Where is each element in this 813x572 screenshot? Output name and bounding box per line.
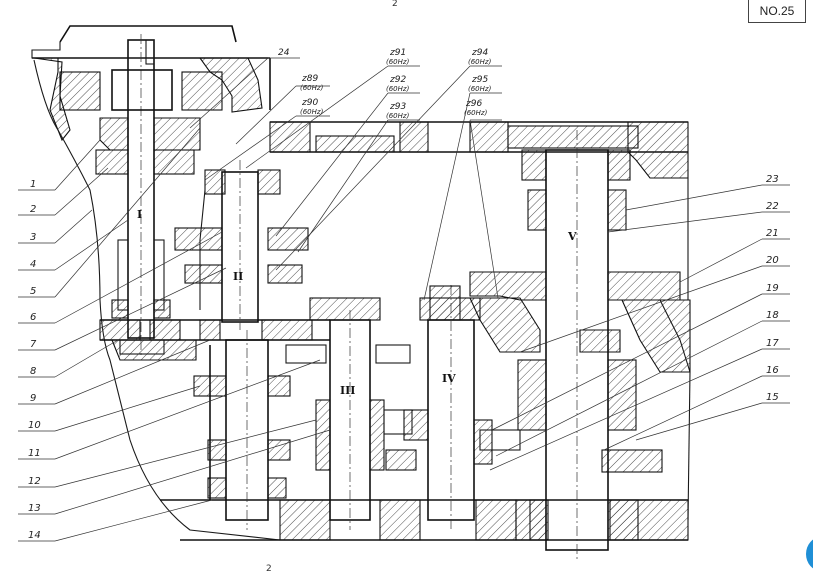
shaft-mark-4: IV: [442, 372, 456, 385]
label-6: 6: [30, 312, 36, 323]
shaft-2: [174, 160, 309, 330]
label-9: 9: [30, 393, 36, 404]
callout-z92: z92: [389, 75, 406, 85]
callout-z91: z91: [389, 48, 406, 58]
label-3: 3: [30, 232, 36, 243]
callout-z93-sub: (60Hz): [386, 112, 410, 120]
label-23: 23: [766, 174, 779, 185]
label-1: 1: [30, 179, 36, 190]
label-11: 11: [28, 448, 41, 459]
callout-24: 24: [278, 48, 290, 58]
callout-z93: z93: [389, 102, 406, 112]
label-19: 19: [766, 283, 779, 294]
callout-z95-sub: (60Hz): [468, 85, 492, 93]
label-20: 20: [766, 255, 779, 266]
label-22: 22: [766, 201, 779, 212]
housing-outline: [31, 25, 691, 541]
callout-z90: z90: [301, 98, 318, 108]
shaft-mark-1: I: [137, 208, 142, 221]
label-14: 14: [28, 530, 41, 541]
label-18: 18: [766, 310, 779, 321]
callout-z90-sub: (60Hz): [300, 108, 324, 116]
left-leaders: [18, 127, 331, 542]
shaft-6: [469, 125, 681, 560]
shaft-mark-2: II: [233, 270, 243, 283]
label-10: 10: [28, 420, 41, 431]
right-labels: 23 22 21 20 19 18 17 16 15: [766, 174, 779, 403]
label-4: 4: [30, 259, 36, 270]
corner-badge[interactable]: [806, 537, 813, 571]
label-16: 16: [766, 365, 779, 376]
callout-z96: z96: [465, 99, 482, 109]
callout-z89-sub: (60Hz): [300, 84, 324, 92]
shaft-5: [403, 285, 521, 530]
callout-z95: z95: [471, 75, 488, 85]
shaft-mark-5: V: [567, 230, 577, 243]
page-mark-bottom: 2: [266, 564, 272, 572]
top-callouts: 24 z89 (60Hz) z90 (60Hz) z91 (60Hz) z92 …: [278, 48, 492, 120]
shaft-1: [59, 34, 223, 356]
label-21: 21: [766, 228, 779, 239]
label-2: 2: [30, 204, 36, 215]
shaft-mark-3: III: [340, 384, 355, 397]
callout-z91-sub: (60Hz): [386, 58, 410, 66]
shaft-4: [315, 310, 417, 530]
top-leaders: [189, 57, 502, 301]
page-mark-top: 2: [392, 0, 398, 9]
label-7: 7: [30, 339, 37, 350]
label-15: 15: [766, 392, 779, 403]
callout-z92-sub: (60Hz): [386, 85, 410, 93]
shaft-3: [193, 330, 327, 530]
left-labels: 1 2 3 4 5 6 7 8 9 10 11 12 13 14: [28, 179, 41, 541]
label-8: 8: [30, 366, 36, 377]
label-13: 13: [28, 503, 41, 514]
label-5: 5: [30, 286, 36, 297]
callout-z96-sub: (60Hz): [464, 109, 488, 117]
callout-z89: z89: [301, 74, 318, 84]
right-leaders: [489, 184, 790, 471]
page-number-box: NO.25: [748, 0, 806, 23]
label-12: 12: [28, 476, 41, 487]
label-17: 17: [766, 338, 779, 349]
callout-z94-sub: (60Hz): [468, 58, 492, 66]
callout-z94: z94: [471, 48, 488, 58]
